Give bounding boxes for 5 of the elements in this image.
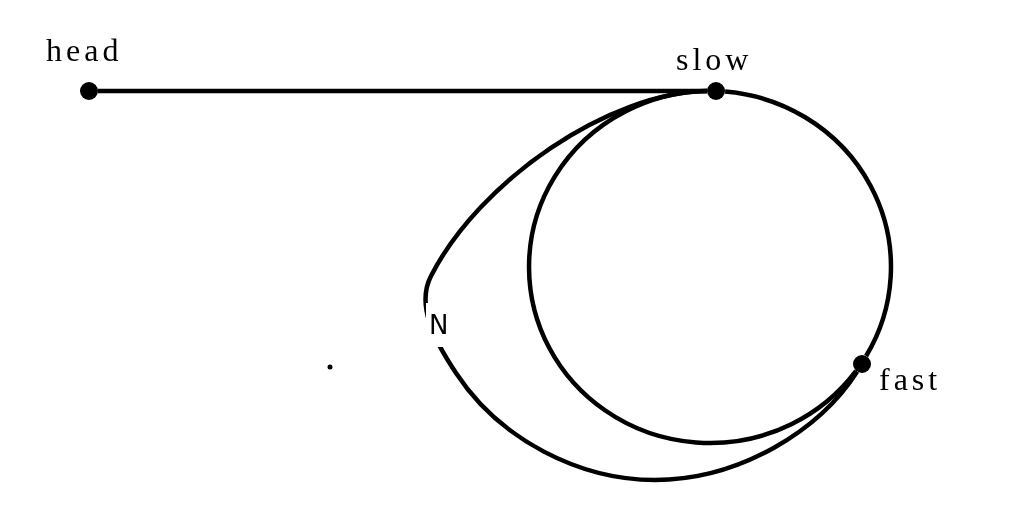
node-label: slow [676,43,753,75]
node-label: fast [879,363,942,395]
circle-arc [526,88,858,445]
circle-arc [724,89,894,358]
node-label: head [46,34,123,66]
